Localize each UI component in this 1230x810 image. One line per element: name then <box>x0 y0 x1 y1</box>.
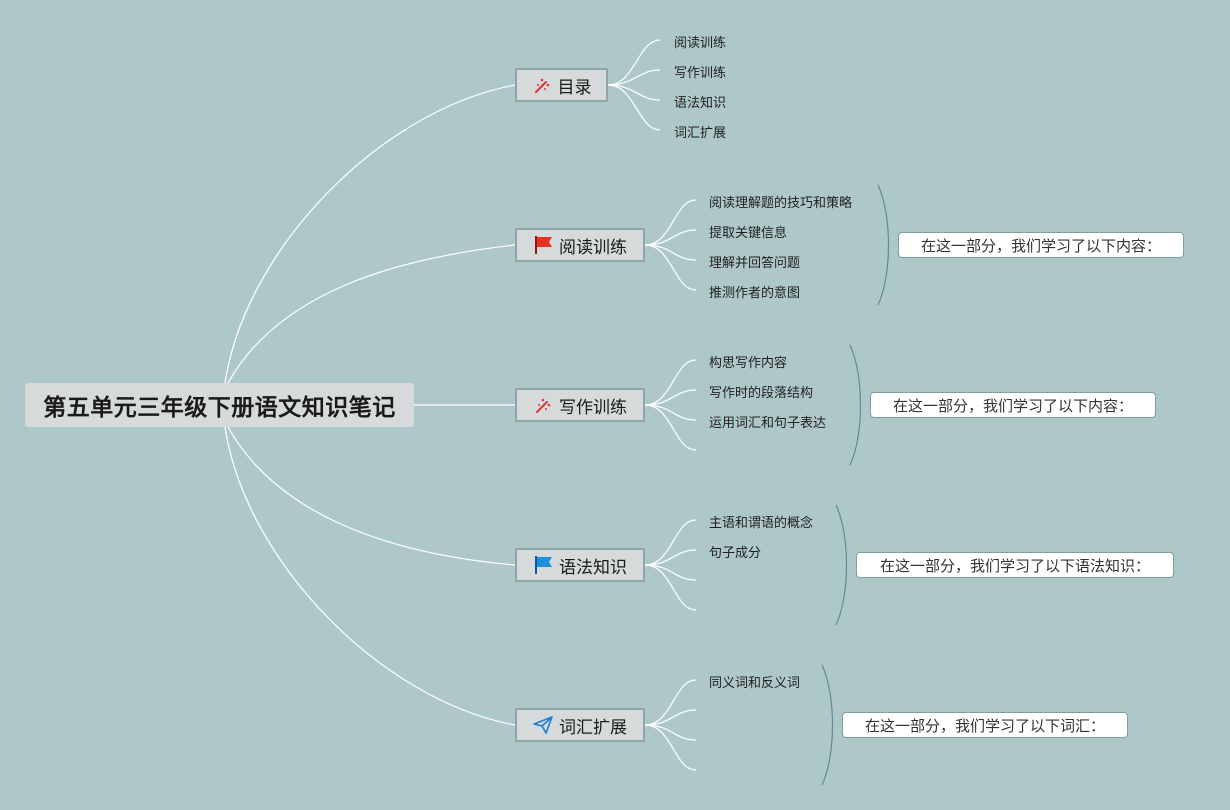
branch-label: 目录 <box>557 77 592 98</box>
leaf-item[interactable]: 主语和谓语的概念 <box>709 516 814 531</box>
magic-wand-icon <box>533 395 553 415</box>
leaf-item[interactable]: 写作训练 <box>674 66 727 81</box>
leaf-item[interactable]: 阅读理解题的技巧和策略 <box>709 196 853 211</box>
leaf-item[interactable]: 句子成分 <box>709 546 762 561</box>
leaf-item[interactable]: 阅读训练 <box>674 36 727 51</box>
magic-wand-icon <box>532 75 552 95</box>
connector-root-yufa <box>227 426 516 566</box>
leaf-item[interactable]: 词汇扩展 <box>674 126 727 141</box>
summary-note-yuedu[interactable]: 在这一部分，我们学习了以下内容： <box>898 232 1184 258</box>
root-node[interactable]: 第五单元三年级下册语文知识笔记 <box>25 383 414 427</box>
leaf-item[interactable]: 写作时的段落结构 <box>709 386 814 401</box>
branch-cihui[interactable]: 词汇扩展 <box>515 708 645 742</box>
branch-xiezuo[interactable]: 写作训练 <box>515 388 645 422</box>
bracket-yuedu <box>877 184 890 306</box>
leaf-item[interactable]: 运用词汇和句子表达 <box>709 416 827 431</box>
red-flag-icon <box>533 235 553 255</box>
paper-plane-icon <box>533 715 553 735</box>
connector-root-mulu <box>224 84 516 384</box>
bracket-yufa <box>835 504 848 626</box>
leaf-item[interactable]: 构思写作内容 <box>709 356 788 371</box>
summary-note-xiezuo[interactable]: 在这一部分，我们学习了以下内容： <box>870 392 1156 418</box>
branch-mulu[interactable]: 目录 <box>515 68 608 102</box>
leaf-item[interactable]: 语法知识 <box>674 96 727 111</box>
bracket-xiezuo <box>849 344 862 466</box>
bracket-cihui <box>821 664 834 786</box>
root-title: 第五单元三年级下册语文知识笔记 <box>43 395 396 421</box>
branch-yuedu[interactable]: 阅读训练 <box>515 228 645 262</box>
summary-note-yufa[interactable]: 在这一部分，我们学习了以下语法知识： <box>856 552 1174 578</box>
summary-note-cihui[interactable]: 在这一部分，我们学习了以下词汇： <box>842 712 1128 738</box>
leaf-item[interactable]: 同义词和反义词 <box>709 676 801 691</box>
leaf-item[interactable]: 提取关键信息 <box>709 226 788 241</box>
blue-flag-icon <box>533 555 553 575</box>
connector-root-cihui <box>224 426 516 726</box>
connector-root-yuedu <box>227 244 516 384</box>
branch-label: 语法知识 <box>559 557 627 578</box>
branch-yufa[interactable]: 语法知识 <box>515 548 645 582</box>
branch-label: 阅读训练 <box>559 237 627 258</box>
branch-label: 写作训练 <box>559 397 627 418</box>
leaf-item[interactable]: 推测作者的意图 <box>709 286 801 301</box>
leaf-item[interactable]: 理解并回答问题 <box>709 256 801 271</box>
branch-label: 词汇扩展 <box>559 717 627 738</box>
